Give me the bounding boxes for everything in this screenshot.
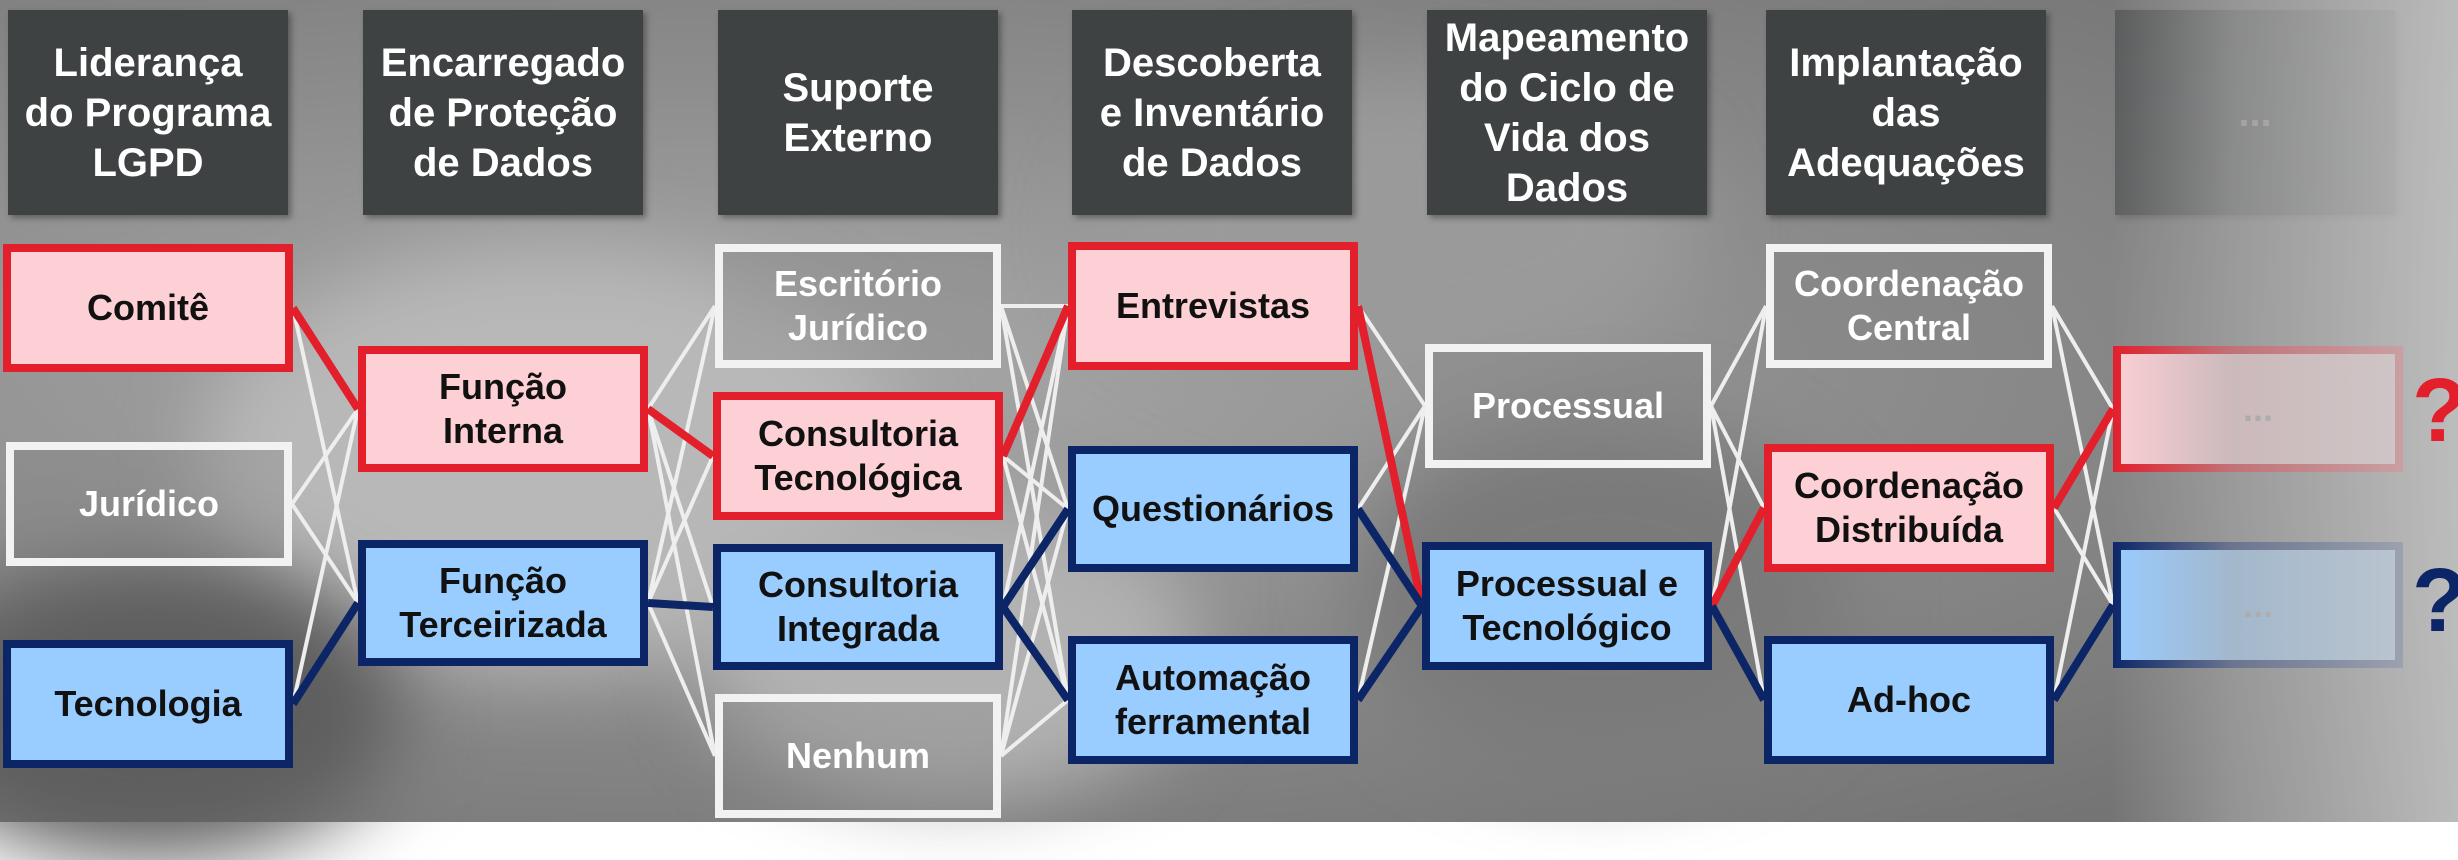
connection-lines [289,304,2117,758]
option-nenhum: Nenhum [715,694,1001,818]
connector-line [646,602,717,757]
option-tecnologia: Tecnologia [3,640,293,768]
connector-line [999,698,1070,758]
option-automacao-ferramental: Automação ferramental [1068,636,1358,764]
connector-line [999,305,1070,510]
header-more: ... [2115,10,2395,215]
red-path-line [1708,506,1768,608]
option-escritorio-juridico: Escritório Jurídico [715,244,1001,368]
connector-line [1001,305,1070,608]
header-suporte-externo: Suporte Externo [718,10,998,215]
connector-line [2050,304,2115,411]
connector-line [290,407,360,506]
blue-path-line [289,600,362,707]
connector-line [646,408,715,608]
connector-line [1709,305,1768,407]
option-funcao-interna: Função Interna [358,346,648,472]
blue-path-line [1354,603,1426,703]
connector-line [999,508,1070,757]
option-processual-e-tecnologico: Processual e Tecnológico [1422,542,1712,670]
option-entrevistas: Entrevistas [1068,242,1358,370]
red-path-line [1354,305,1426,607]
option-more-blue: ... [2113,542,2403,668]
header-encarregado: Encarregado de Proteção de Dados [363,10,643,215]
connector-line [646,305,717,604]
connector-line [646,304,717,411]
blue-path-line [1708,604,1768,702]
blue-path-line [999,604,1072,703]
red-path-line [2050,406,2117,511]
red-path-line [999,304,1072,458]
blue-path-line [1354,506,1426,609]
option-consultoria-tecnologica: Consultoria Tecnológica [713,392,1003,520]
option-funcao-terceirizada: Função Terceirizada [358,540,648,666]
option-coordenacao-distribuida: Coordenação Distribuída [1764,444,2054,572]
connector-line [1710,305,1768,607]
connector-line [646,408,717,757]
connector-line [1001,454,1070,511]
option-coordenacao-central: Coordenação Central [1766,244,2052,368]
blue-path-line [2050,602,2117,703]
option-processual: Processual [1425,344,1711,468]
option-consultoria-integrada: Consultoria Integrada [713,544,1003,670]
option-questionarios: Questionários [1068,446,1358,572]
connector-line [291,408,360,705]
blue-path-line [999,506,1072,610]
blue-path-line [647,599,714,611]
option-juridico: Jurídico [6,442,292,566]
option-comite: Comitê [3,244,293,372]
header-descoberta: Descoberta e Inventário de Dados [1072,10,1352,215]
connector-line [646,455,715,604]
option-ad-hoc: Ad-hoc [1764,636,2054,764]
connector-line [999,305,1070,757]
connector-line [1356,304,1427,408]
header-implantacao: Implantação das Adequações [1766,10,2046,215]
connector-line [1001,455,1070,701]
option-more-red: ... [2113,346,2403,472]
question-mark-blue: ? [2412,556,2458,646]
red-path-line [289,305,362,412]
connector-line [999,305,1070,701]
header-mapeamento: Mapeamento do Ciclo de Vida dos Dados [1427,10,1707,215]
header-lideranca: Liderança do Programa LGPD [8,10,288,215]
red-path-line [645,405,716,460]
question-mark-red: ? [2412,366,2458,456]
connector-line [2052,408,2115,701]
